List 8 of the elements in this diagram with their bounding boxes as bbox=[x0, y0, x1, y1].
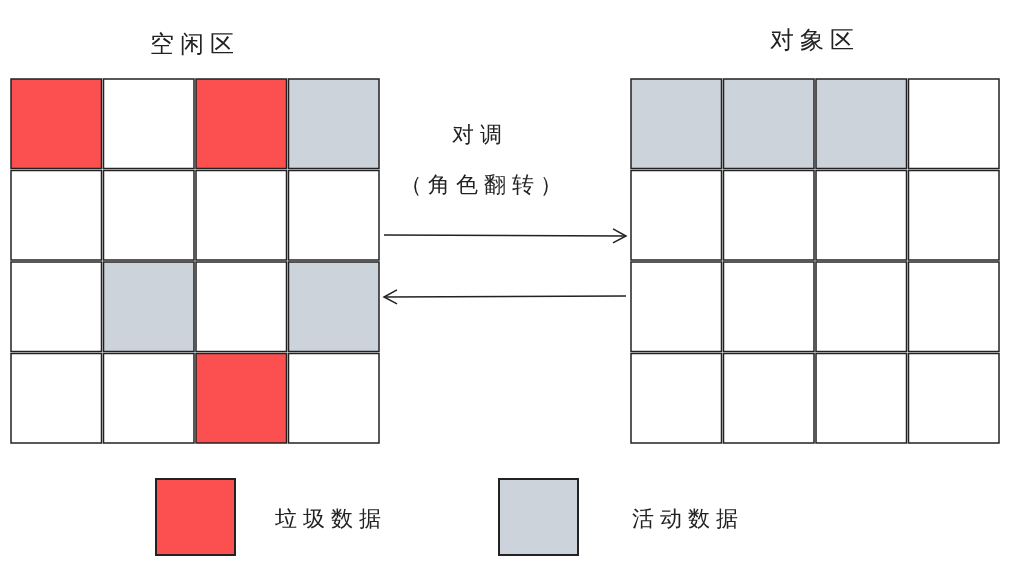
arrow bbox=[383, 228, 627, 244]
arrow bbox=[383, 289, 627, 305]
note-text: （角色翻转） bbox=[400, 171, 568, 199]
section-title: 对象区 bbox=[769, 25, 861, 56]
legend-label: 活动数据 bbox=[632, 505, 744, 533]
section-title: 空闲区 bbox=[149, 29, 241, 60]
note-text: 对调 bbox=[452, 121, 508, 149]
legend-label: 垃圾数据 bbox=[275, 505, 387, 533]
